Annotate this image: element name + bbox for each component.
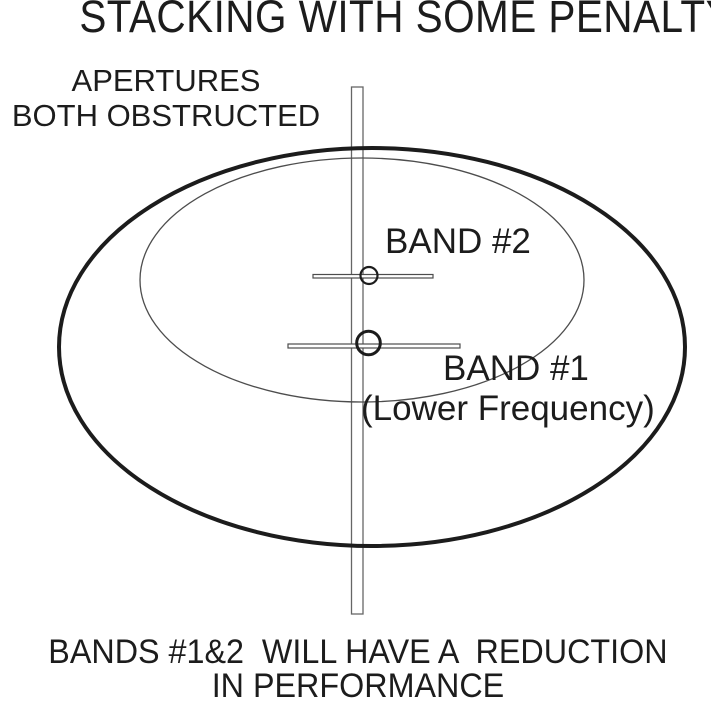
aperture-note-line2: BOTH OBSTRUCTED bbox=[11, 98, 321, 133]
footer-note: BANDS #1&2 WILL HAVE A REDUCTION IN PERF… bbox=[4, 635, 711, 703]
band2-element bbox=[312, 273, 434, 279]
page-title: STACKING WITH SOME PENALTY bbox=[43, 0, 711, 39]
mast bbox=[350, 86, 364, 615]
footer-note-line2-text: IN PERFORMANCE bbox=[211, 667, 504, 703]
footer-note-line1-text: BANDS #1&2 WILL HAVE A REDUCTION bbox=[47, 633, 668, 671]
band1-feedpoint-circle bbox=[355, 329, 382, 357]
band2-label: BAND #2 bbox=[385, 222, 531, 261]
band1-element bbox=[287, 343, 461, 349]
footer-note-line2: IN PERFORMANCE bbox=[4, 669, 711, 703]
aperture-obstructed-note: APERTURES BOTH OBSTRUCTED bbox=[0, 63, 332, 133]
aperture-note-line1: APERTURES bbox=[71, 63, 261, 98]
band1-sublabel: (Lower Frequency) bbox=[361, 389, 655, 428]
band1-label: BAND #1 bbox=[443, 349, 589, 388]
page-title-text: STACKING WITH SOME PENALTY bbox=[79, 0, 711, 42]
band2-feedpoint-circle bbox=[359, 265, 379, 286]
footer-note-line1: BANDS #1&2 WILL HAVE A REDUCTION bbox=[4, 635, 711, 669]
inner-aperture-ellipse bbox=[139, 157, 585, 403]
outer-aperture-ellipse bbox=[57, 146, 687, 548]
